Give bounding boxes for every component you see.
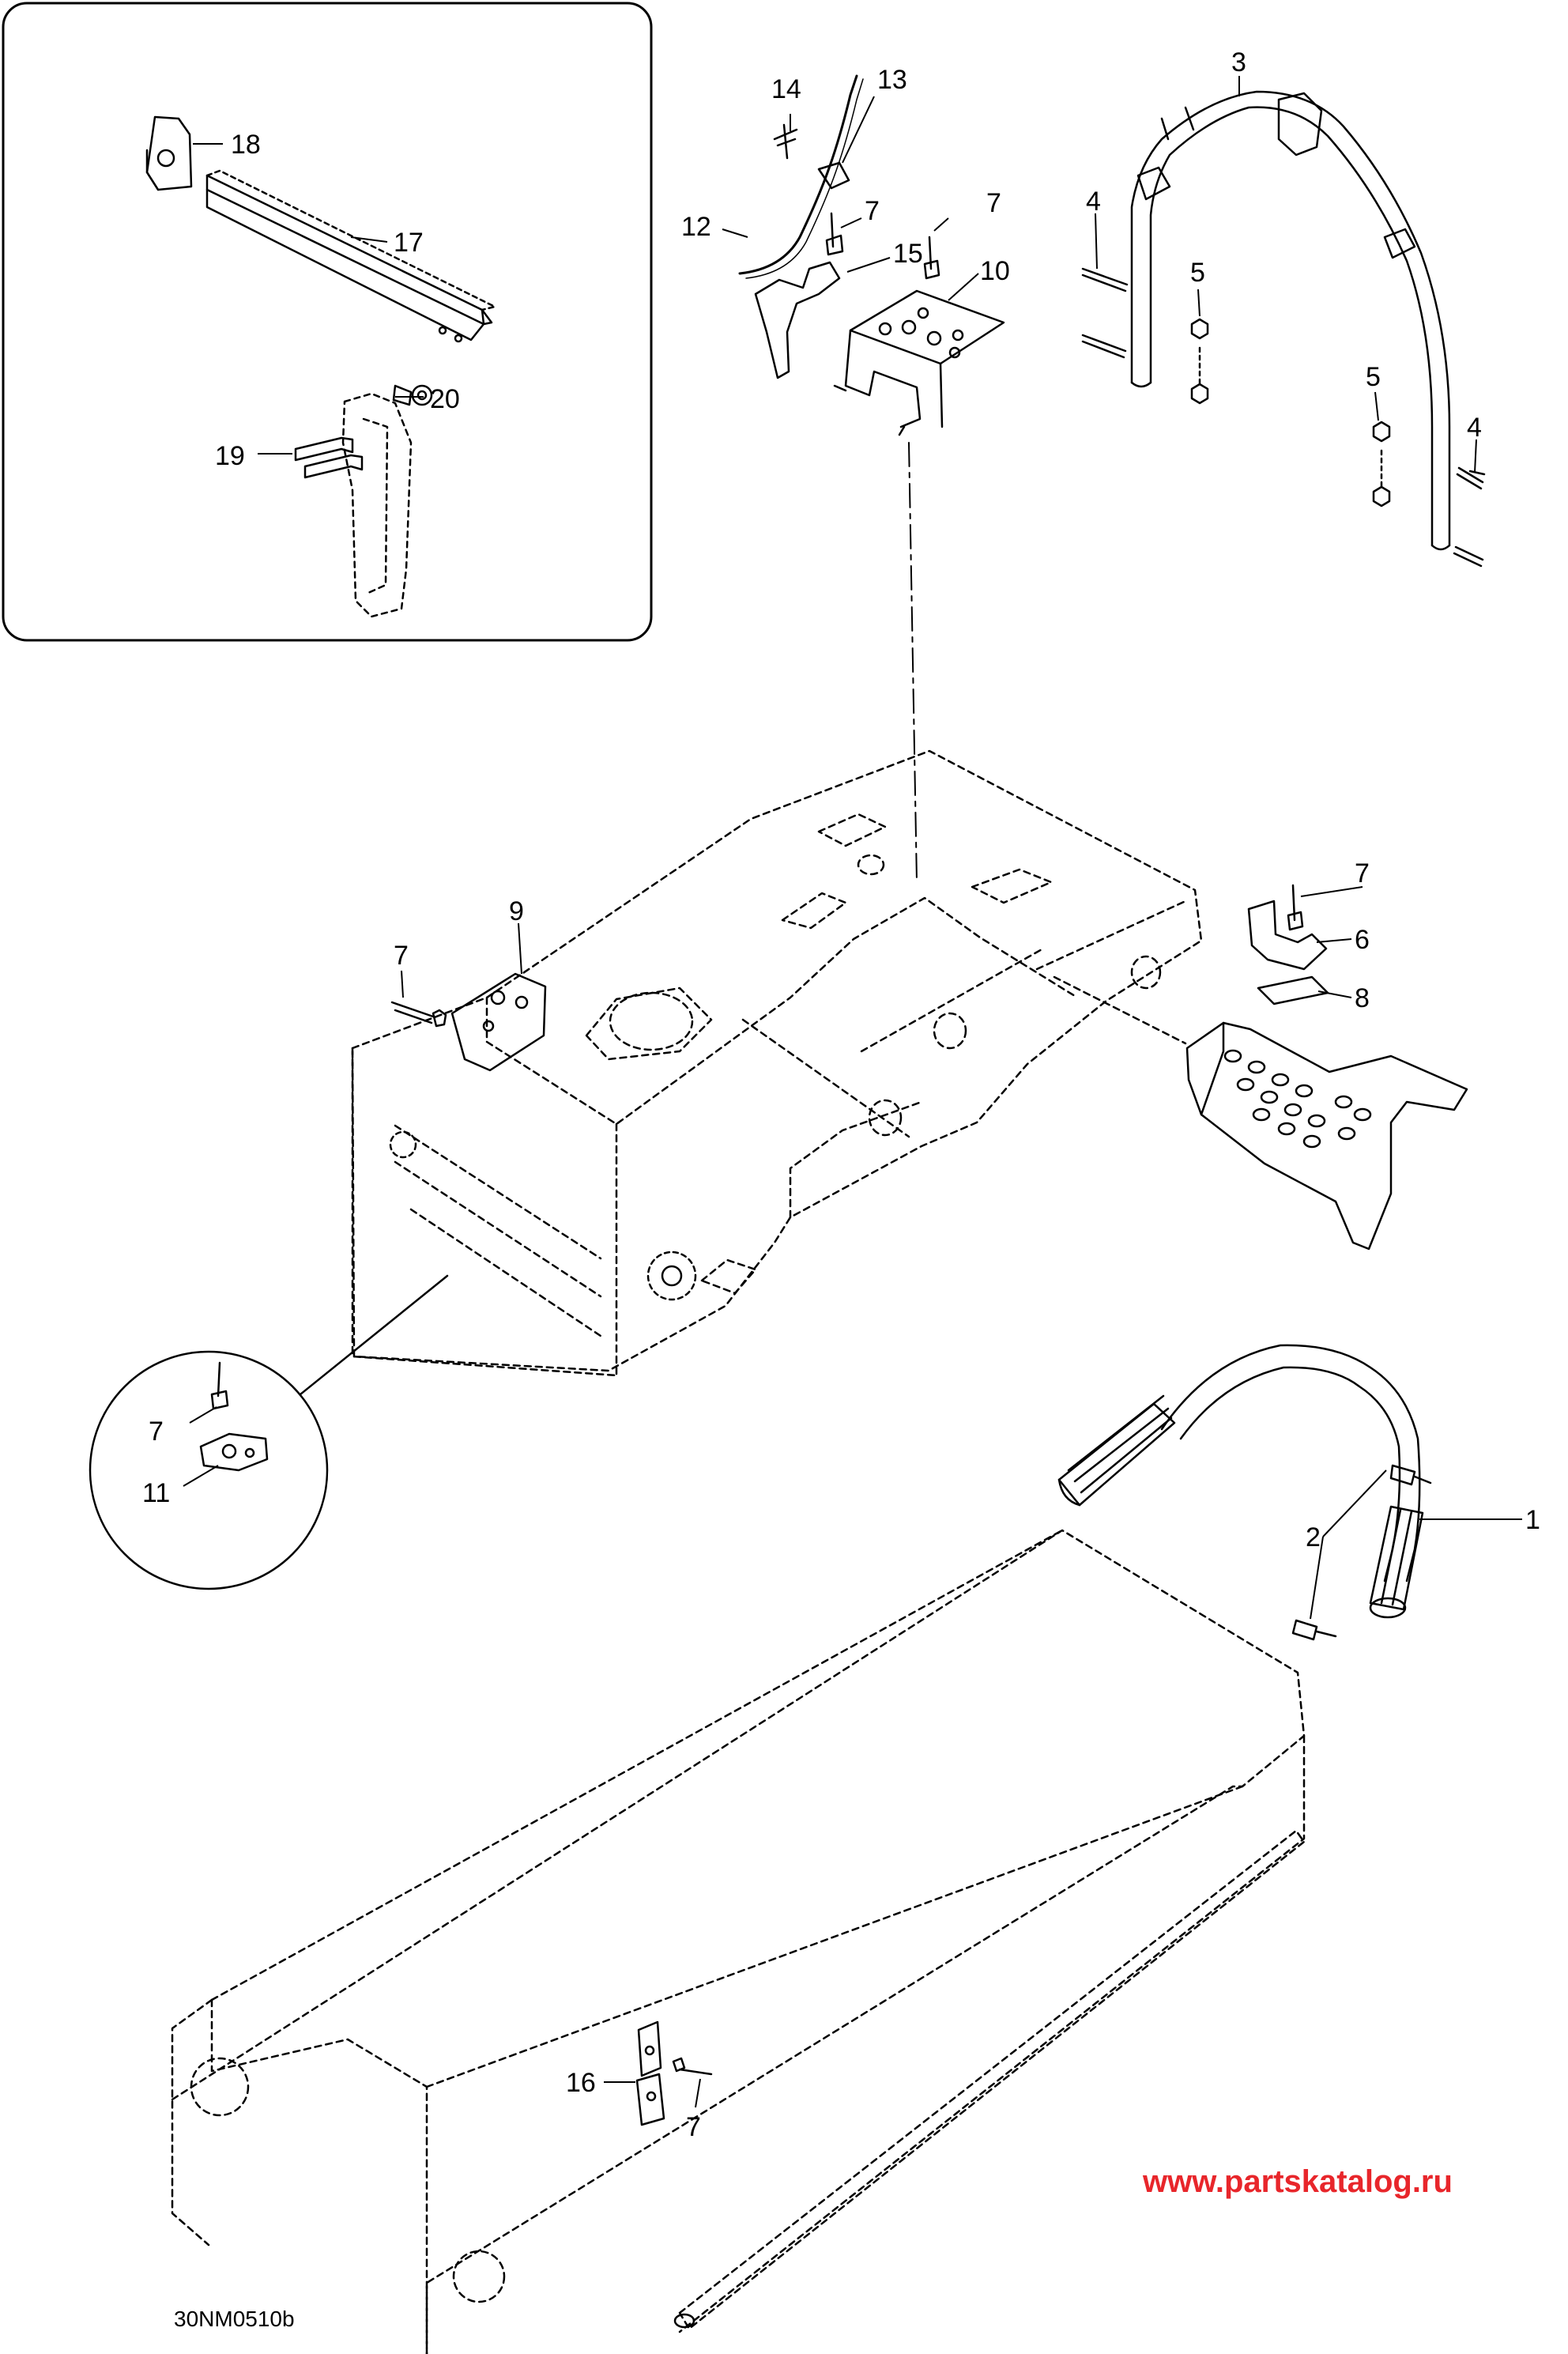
detail-circle [89,1350,329,1590]
callout-8: 8 [1355,983,1370,1013]
callout-16: 16 [566,2068,596,2098]
callout-20: 20 [430,384,460,414]
callout-14: 14 [771,74,801,104]
callout-19: 19 [215,441,245,471]
diagram-code: 30NM0510b [174,2307,295,2331]
leg-bracket [341,392,413,618]
callout-7-tunnel: 7 [686,2112,701,2142]
watermark: www.partskatalog.ru [1143,2164,1453,2199]
handle-grip-left [1057,1402,1176,1507]
inset-frame [2,2,653,642]
part-10-plate [849,289,1005,365]
callout-5-lower: 5 [1366,362,1381,392]
callout-7-footrest: 7 [1355,858,1370,888]
callout-17: 17 [394,228,424,258]
part-2-bolt [1389,1464,1432,1486]
part-15-bracket [754,261,841,379]
callout-7-upper-right: 7 [986,188,1001,218]
part-7-rivet [825,212,844,256]
callout-7-detail: 7 [149,1417,164,1447]
callout-leaders [183,76,1522,2108]
part-19-bolt [294,436,354,462]
callout-12: 12 [681,212,711,242]
callout-5-upper: 5 [1190,258,1205,288]
callout-2: 2 [1306,1522,1321,1552]
part-11-plate [199,1432,269,1472]
part-9-bracket [450,972,547,1072]
callout-3: 3 [1231,47,1246,77]
callout-10: 10 [980,256,1010,286]
part-5-nut [1190,318,1209,340]
part-20-washer [411,384,433,406]
chassis-frame [351,749,1203,1377]
callout-11: 11 [142,1478,170,1508]
part-8-pad [1257,975,1329,1005]
frame-gear [646,1251,697,1301]
tunnel-rail [678,1829,1306,2330]
part-4-bolt [1081,267,1129,292]
callout-15: 15 [893,239,923,269]
footrest-plate [1185,1021,1468,1251]
part-1-grab-handle [1160,1344,1421,1583]
part-3-loop-handle [1149,106,1434,547]
part-13-clip [817,161,850,190]
assembly-leader-line [908,442,918,883]
part-17-rail [205,174,485,326]
part-6-clip [1247,900,1328,971]
part-12-cable [738,74,858,275]
callout-4-lower: 4 [1467,413,1482,443]
callout-1: 1 [1525,1505,1540,1535]
callout-18: 18 [231,130,261,160]
tunnel [171,1529,1306,2354]
callout-13: 13 [877,65,907,95]
part-16-bracket [637,2020,662,2077]
callout-6: 6 [1355,925,1370,955]
part-14-screw [773,123,798,160]
callout-9: 9 [509,896,524,926]
handle-grip-right [1369,1505,1424,1611]
callout-7-frame: 7 [394,941,409,971]
part-18-bracket [145,115,193,191]
frame-opening [609,991,694,1051]
callout-4-upper: 4 [1086,187,1101,217]
footrest-holes [1223,1049,1372,1149]
callout-7-upper-left: 7 [865,196,880,226]
